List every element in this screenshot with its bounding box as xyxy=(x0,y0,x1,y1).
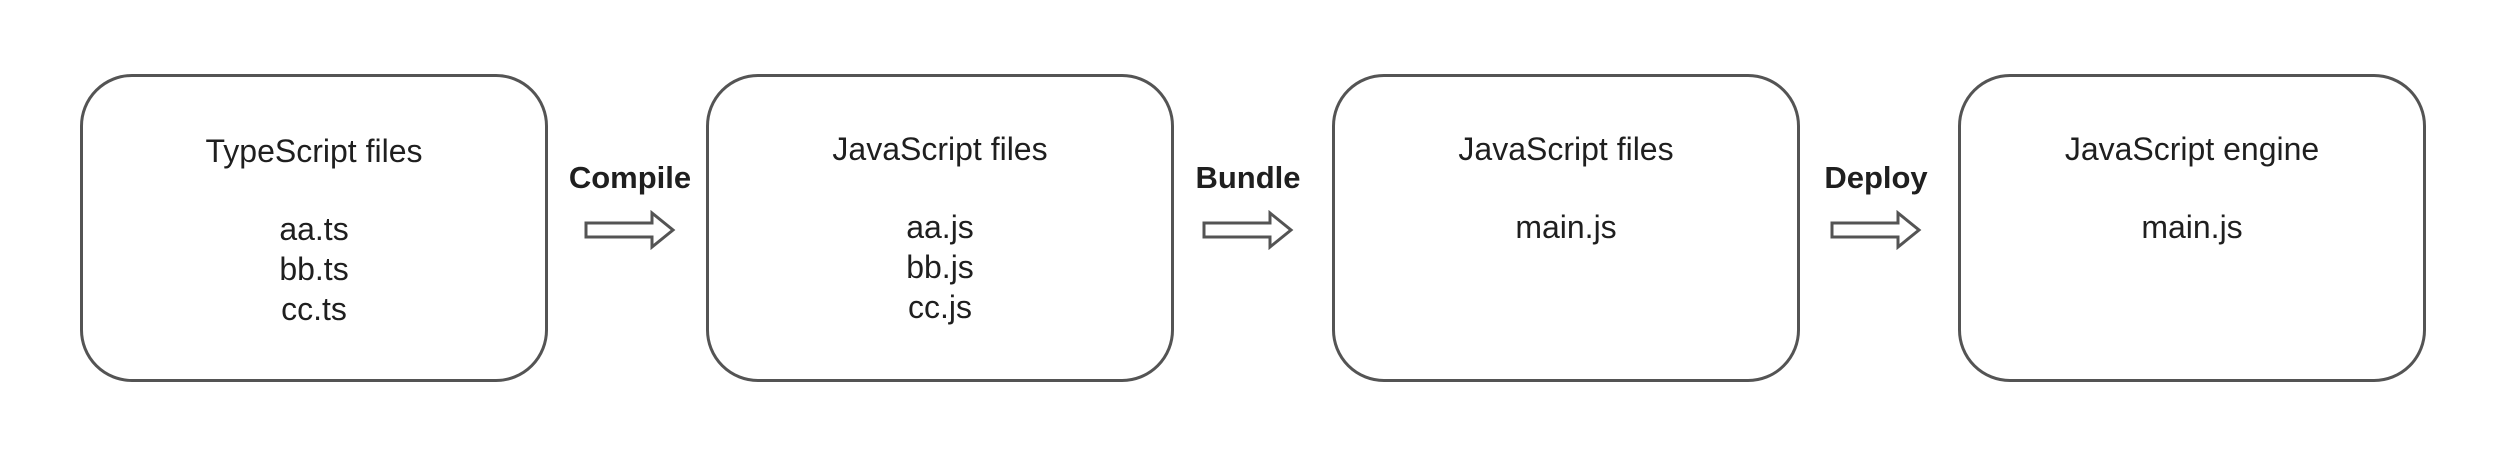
stage-title: TypeScript files xyxy=(205,133,423,169)
stage-javascript-engine: JavaScript engine main.js xyxy=(1958,74,2426,382)
stage-file-list: main.js xyxy=(1961,207,2423,247)
stage-typescript-files: TypeScript files aa.ts bb.ts cc.ts xyxy=(80,74,548,382)
step-bundle: Bundle xyxy=(1178,160,1318,250)
step-label: Deploy xyxy=(1824,160,1928,195)
stage-bundled-javascript-files: JavaScript files main.js xyxy=(1332,74,1800,382)
right-arrow-icon xyxy=(1830,210,1922,250)
stage-title: JavaScript engine xyxy=(2064,131,2320,167)
step-label: Compile xyxy=(568,160,692,195)
stage-title: JavaScript files xyxy=(832,131,1048,167)
file-name: bb.ts xyxy=(279,251,349,287)
file-name: main.js xyxy=(2141,209,2243,245)
stage-file-list: aa.ts bb.ts cc.ts xyxy=(83,209,545,329)
stage-file-list: main.js xyxy=(1335,207,1797,247)
step-deploy: Deploy xyxy=(1806,160,1946,250)
file-name: aa.ts xyxy=(279,211,349,247)
step-compile: Compile xyxy=(560,160,700,250)
file-name: aa.js xyxy=(906,209,974,245)
step-label: Bundle xyxy=(1195,160,1301,195)
right-arrow-icon xyxy=(1202,210,1294,250)
stage-title: JavaScript files xyxy=(1458,131,1674,167)
stage-javascript-files: JavaScript files aa.js bb.js cc.js xyxy=(706,74,1174,382)
file-name: cc.ts xyxy=(281,291,347,327)
stage-file-list: aa.js bb.js cc.js xyxy=(709,207,1171,327)
right-arrow-icon xyxy=(584,210,676,250)
file-name: bb.js xyxy=(906,249,974,285)
file-name: main.js xyxy=(1515,209,1617,245)
file-name: cc.js xyxy=(908,289,972,325)
